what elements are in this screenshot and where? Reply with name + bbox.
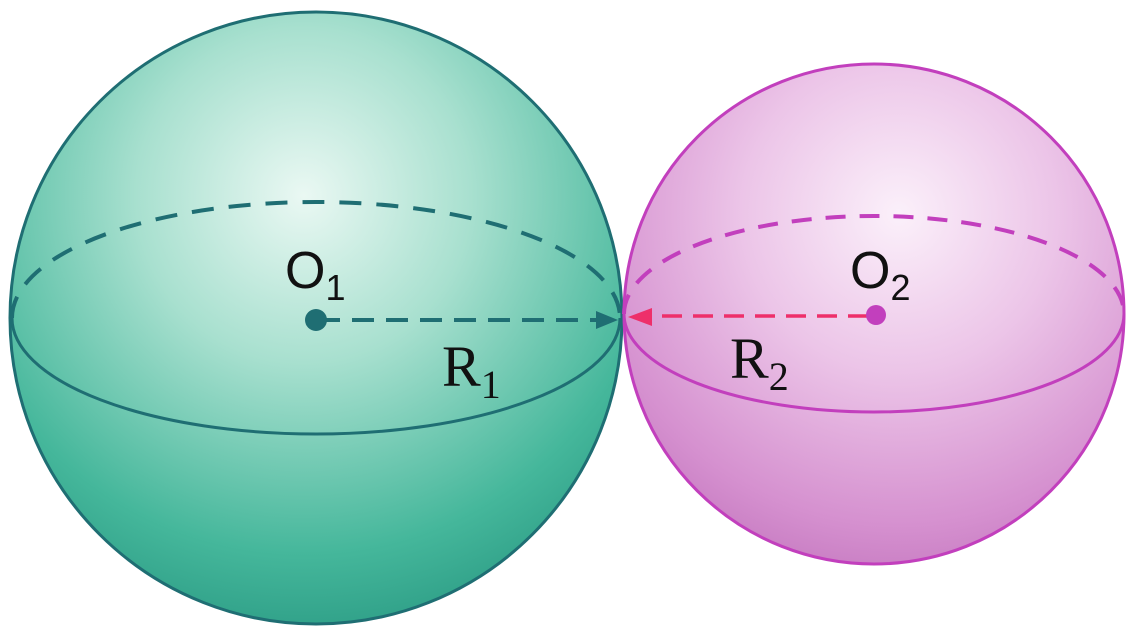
- sphere-1-equator-back: [10, 200, 622, 319]
- sphere-1-center-point: [305, 309, 327, 331]
- sphere-2-equator-back: [622, 214, 1126, 315]
- sphere-2-radius-arrowhead: [628, 308, 652, 326]
- center-label-o2: O2: [850, 242, 910, 308]
- sphere-2-equator-front: [622, 313, 1126, 414]
- sphere-2: [622, 62, 1126, 566]
- radius-label-r2: R2: [730, 326, 789, 399]
- sphere-1-equator-front: [10, 317, 622, 436]
- sphere-1-radius-arrowhead: [596, 311, 618, 329]
- sphere-2-center-point: [866, 305, 886, 325]
- sphere-1: [8, 10, 624, 626]
- radius-label-r1: R1: [442, 334, 501, 407]
- center-label-o1: O1: [285, 242, 345, 308]
